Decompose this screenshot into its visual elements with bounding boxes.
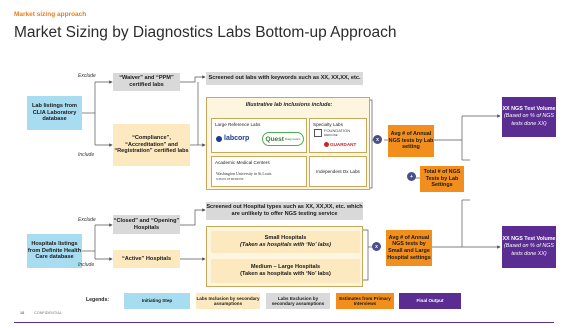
legend-initiating: Initiating Step [124, 293, 190, 309]
foundation-mark-icon [314, 129, 322, 137]
large-reference-labs-card: Large Reference Labs labcorp Quest Diagn… [211, 118, 307, 153]
total-tests-box: Total # of NGS Tests by Lab Settings [420, 166, 464, 192]
multiply-operator-top: x [373, 135, 382, 144]
panel-title: Illustrative lab inclusions include: [245, 102, 333, 108]
page-number: 18 [20, 311, 25, 315]
specialty-labs-label: Specialty Labs [313, 122, 343, 127]
specialty-labs-card: Specialty Labs FOUNDATION MEDICINE GUARD… [309, 118, 367, 153]
output-top: XX NGS Test Volume (Based on % of NGS te… [502, 97, 556, 137]
small-hospitals-box: Small Hospitals (Taken as hospitals with… [211, 231, 360, 253]
exclude-label-top: Exclude [78, 73, 96, 79]
labcorp-mark-icon [216, 135, 222, 142]
screened-labs-box: Screened out labs with keywords such as … [206, 72, 363, 85]
legend-inclusion: Labs Inclusion by secondary assumptions [196, 293, 260, 309]
avg-tests-lab-box: Avg # of Annual NGS tests by Lab setting [388, 125, 434, 157]
exclude-label-bottom: Exclude [78, 217, 96, 223]
hospital-types-panel: Small Hospitals (Taken as hospitals with… [206, 226, 363, 287]
academic-centers-label: Academic Medical Centers [215, 160, 270, 165]
washu-logo: Washington University in St.Louis SCHOOL… [216, 171, 272, 181]
foundation-logo: FOUNDATION MEDICINE [314, 129, 350, 137]
compliance-box: “Compliance”, “Accreditation” and “Regis… [113, 124, 190, 166]
guardant-logo: GUARDANT [324, 142, 356, 147]
academic-centers-card: Academic Medical Centers Washington Univ… [211, 156, 307, 187]
include-label-bottom: Include [78, 262, 95, 268]
section-subtitle: Market sizing approach [14, 11, 87, 18]
quest-logo: Quest Diagnostics [262, 132, 304, 146]
include-label-top: Include [78, 152, 95, 158]
screened-hospitals-box: Screened out Hospital types such as XX, … [206, 202, 363, 220]
guardant-mark-icon [324, 142, 329, 147]
labcorp-logo: labcorp [216, 135, 249, 142]
plus-operator: + [407, 172, 416, 181]
multiply-operator-bottom: x [372, 242, 381, 251]
legend-final-output: Final Output [399, 293, 461, 309]
lab-inclusions-panel: Illustrative lab inclusions include: Lar… [206, 97, 370, 190]
independent-dx-card: Independent Dx Labs [309, 156, 367, 187]
confidential-label: CONFIDENTIAL [34, 311, 62, 315]
closed-opening-box: “Closed” and “Opening” Hospitals [113, 215, 180, 234]
lab-listings-source: Lab listings from CLIA Laboratory databa… [27, 96, 82, 130]
independent-dx-label: Independent Dx Labs [316, 169, 360, 174]
legend-estimates: Estimates from Primary Interviews [336, 293, 394, 309]
avg-tests-hospital-box: Avg # of Annual NGS tests by Small and L… [386, 230, 432, 266]
legend-label: Legends: [86, 297, 110, 303]
waiver-ppm-box: “Waiver” and “PPM” certified labs [113, 73, 180, 91]
output-bottom: XX NGS Test Volume (Based on % of NGS te… [502, 226, 556, 268]
active-hospitals-box: “Active” Hospitals [113, 250, 180, 268]
legend-exclusion: Labs Exclusion by secondary assumptions [266, 293, 330, 309]
hospital-listings-source: Hospitals listings from Definite Health … [27, 234, 82, 268]
page-title: Market Sizing by Diagnostics Labs Bottom… [14, 24, 397, 41]
medium-large-hospitals-box: Medium – Large Hospitals (Taken as hospi… [211, 259, 360, 283]
footer-divider [14, 322, 554, 323]
large-reference-labs-label: Large Reference Labs [215, 122, 261, 127]
